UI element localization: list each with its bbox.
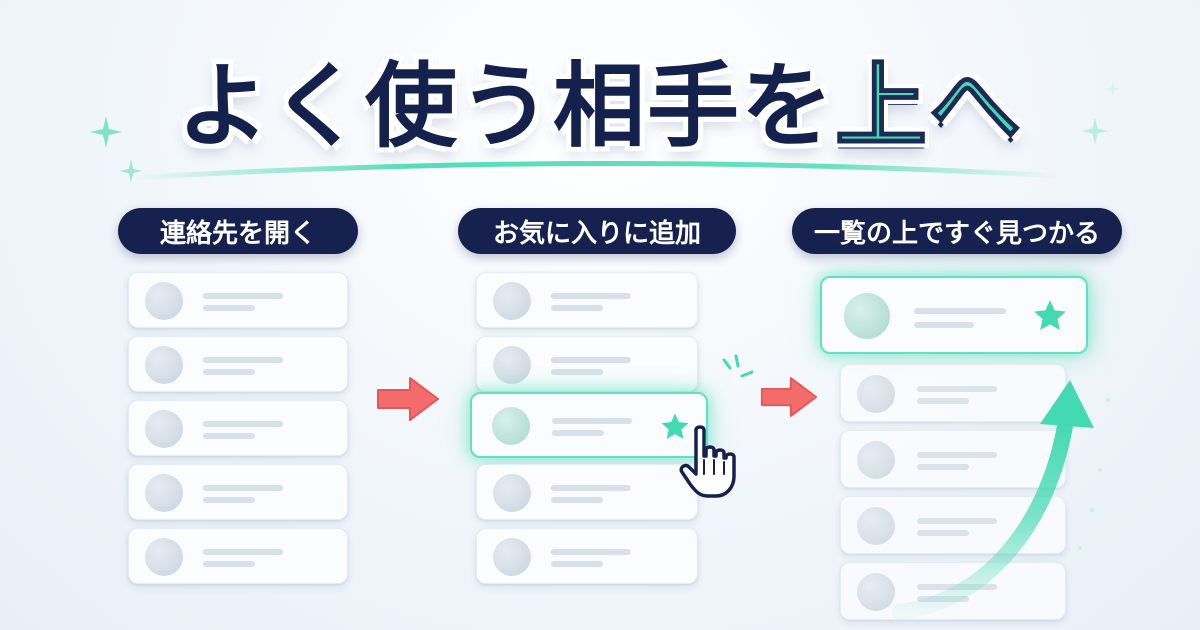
contact-card[interactable] bbox=[128, 336, 348, 392]
avatar bbox=[145, 282, 183, 320]
avatar bbox=[857, 573, 895, 611]
sparkle-icon bbox=[90, 116, 122, 148]
contact-card[interactable] bbox=[840, 430, 1066, 488]
contact-card[interactable] bbox=[128, 272, 348, 328]
avatar bbox=[844, 293, 890, 339]
avatar bbox=[857, 375, 895, 413]
step-3-label: 一覧の上ですぐ見つかる bbox=[792, 208, 1122, 254]
arrow-right-icon bbox=[760, 377, 818, 417]
contact-card[interactable] bbox=[840, 496, 1066, 554]
contact-card[interactable] bbox=[840, 562, 1066, 620]
title-accent-text: 上へ bbox=[834, 52, 1024, 161]
contact-card[interactable] bbox=[128, 400, 348, 456]
step-1-label: 連絡先を開く bbox=[118, 208, 358, 254]
avatar bbox=[145, 346, 183, 384]
sparkle-icon bbox=[1081, 117, 1109, 145]
contact-card[interactable] bbox=[476, 464, 698, 520]
contact-card[interactable] bbox=[476, 272, 698, 328]
page-title: よく使う相手を 上へ bbox=[0, 38, 1200, 161]
avatar bbox=[145, 474, 183, 512]
hand-pointer-icon bbox=[679, 425, 736, 498]
avatar bbox=[493, 474, 531, 512]
sparkle-icon bbox=[1105, 81, 1121, 97]
avatar bbox=[492, 407, 530, 445]
star-icon[interactable] bbox=[658, 410, 692, 444]
avatar bbox=[493, 346, 531, 384]
contact-card[interactable] bbox=[128, 528, 348, 584]
title-main-text: よく使う相手を bbox=[176, 52, 835, 160]
arrow-right-icon bbox=[377, 377, 439, 421]
avatar bbox=[145, 538, 183, 576]
step-2-label: お気に入りに追加 bbox=[458, 208, 736, 254]
contact-card[interactable] bbox=[476, 528, 698, 584]
star-icon[interactable] bbox=[1030, 296, 1070, 336]
contact-card[interactable] bbox=[128, 464, 348, 520]
sparkle-icon bbox=[119, 159, 143, 183]
avatar bbox=[145, 410, 183, 448]
favorite-contact-card[interactable] bbox=[470, 392, 708, 458]
avatar bbox=[493, 282, 531, 320]
contact-card[interactable] bbox=[476, 336, 698, 392]
avatar bbox=[493, 538, 531, 576]
pinned-favorite-card[interactable] bbox=[820, 276, 1088, 354]
avatar bbox=[857, 441, 895, 479]
tap-effect-icon bbox=[722, 354, 754, 378]
contact-card[interactable] bbox=[840, 364, 1066, 422]
avatar bbox=[857, 507, 895, 545]
